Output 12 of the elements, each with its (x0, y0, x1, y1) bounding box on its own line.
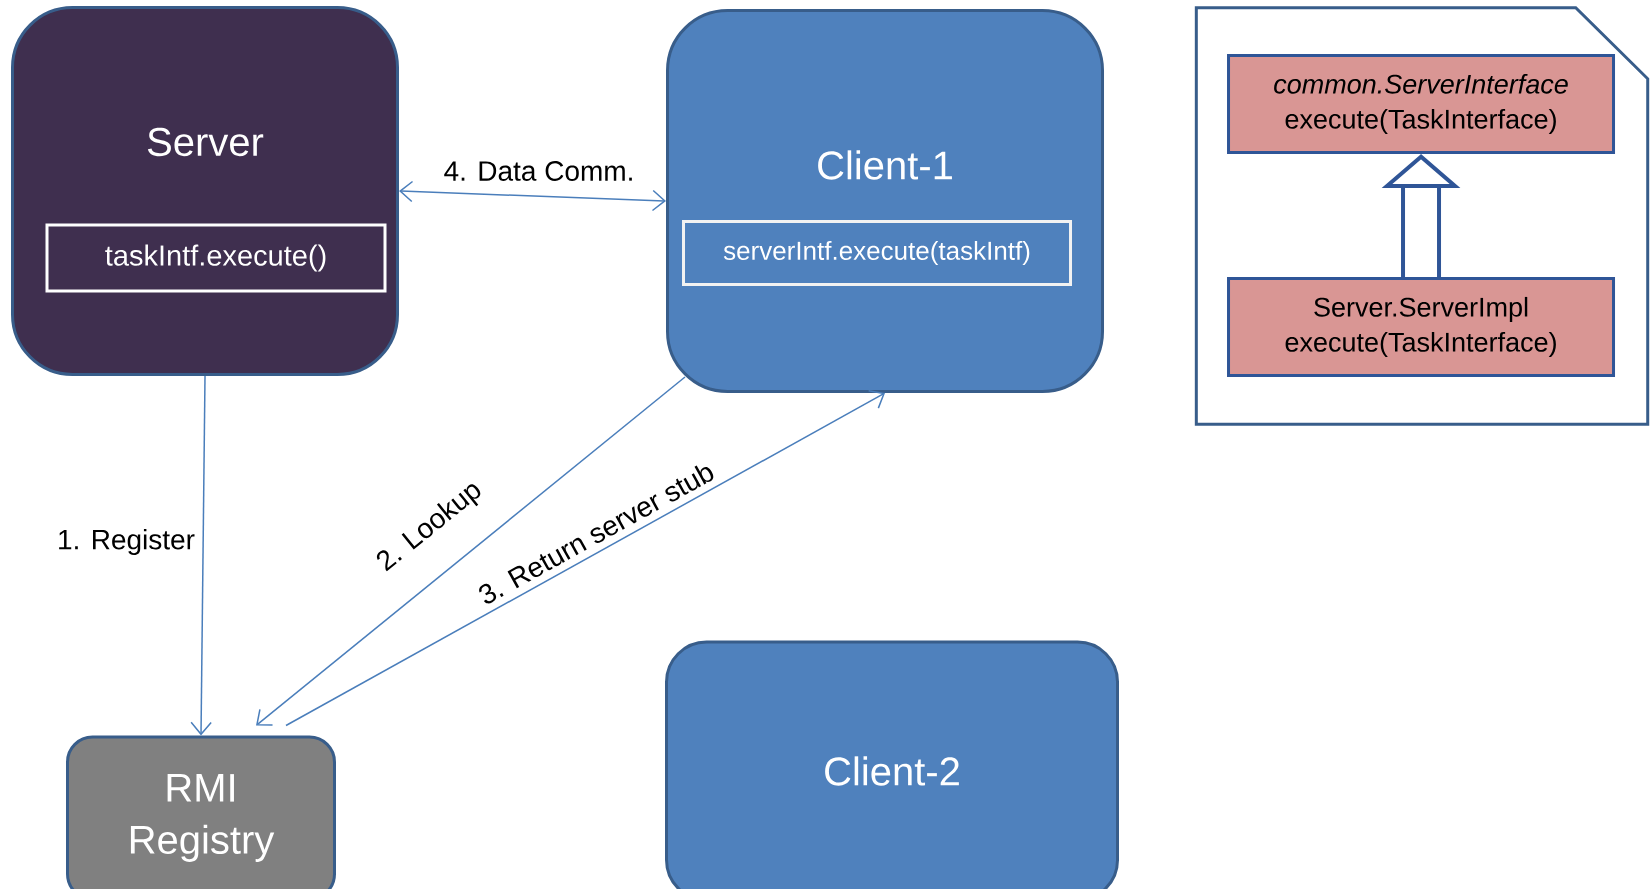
edge-label: 1. Register (59, 528, 195, 556)
edge-label: 4. Data Comm. (444, 161, 632, 181)
arrow (285, 389, 885, 727)
method-box: serverIntf.execute(taskIntf) (682, 220, 1072, 286)
arrow (256, 376, 686, 726)
class-box: Server.ServerImpl execute(TaskInterface) (1227, 277, 1615, 377)
method-box: taskIntf.execute() (45, 223, 387, 293)
arrow (190, 375, 212, 736)
interface-box: common.ServerInterface execute(TaskInterface) (1227, 54, 1615, 154)
registry-box: RMI Registry (66, 735, 336, 889)
arrow (399, 180, 666, 212)
client-box: Client-2 (665, 640, 1119, 889)
